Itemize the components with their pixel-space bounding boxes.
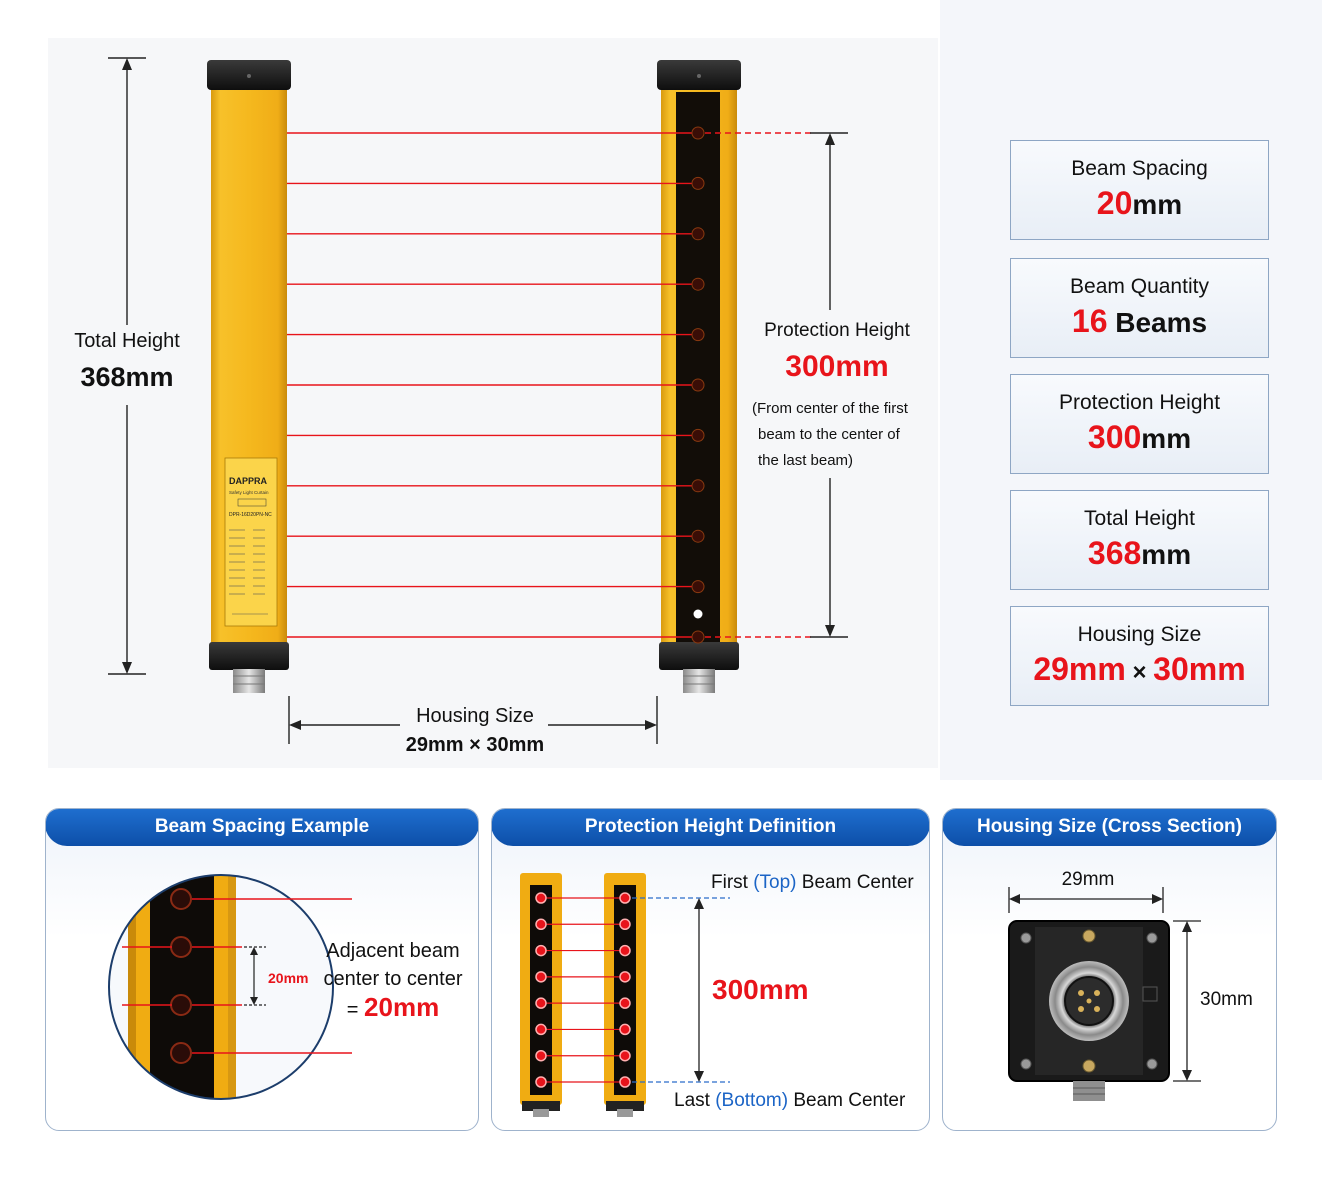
panel-protection-height: Protection Height Definition First (Top)… [491,808,930,1131]
spec-beam-quantity: Beam Quantity 16 Beams [1010,258,1269,358]
zoom-beam-led [170,888,192,910]
mini-emitter-led [535,918,547,931]
mini-receiver-led [619,1023,631,1036]
spec-total-height: Total Height 368mm [1010,490,1269,590]
housing-width-dimension [288,696,658,744]
zoom-beam-led [170,994,192,1016]
receiver-led [691,428,705,442]
receiver-led [691,227,705,241]
receiver-led [691,277,705,291]
svg-text:Safety Light Curtain: Safety Light Curtain [229,490,269,495]
zoom-beam-led [170,936,192,958]
receiver-led [691,176,705,190]
housing-size-label: Housing Size [416,705,534,727]
indicator-led [693,609,703,619]
protection-height-label: Protection Height [764,320,910,341]
receiver-led [691,126,705,140]
receiver-led [691,580,705,594]
mini-emitter-led [535,1023,547,1036]
mini-emitter-led [535,997,547,1009]
mini-receiver-led [619,944,631,957]
mini-receiver-led [619,1076,631,1088]
panel-title-protection-height: Protection Height Definition [492,809,929,846]
total-height-dimension [108,57,146,675]
housing-size-value: 29mm × 30mm [405,734,545,756]
receiver-led [691,479,705,493]
panel-beam-spacing: Beam Spacing Example 20mm Adjacent beam … [45,808,479,1131]
receiver-led [691,378,705,392]
mini-receiver-led [619,1049,631,1062]
mini-emitter-led [535,1049,547,1062]
receiver-led [691,630,705,644]
total-height-value: 368mm [80,362,174,392]
last-beam-label: Last (Bottom) Beam Center [674,1090,906,1111]
mini-receiver-led [619,997,631,1009]
beam-lines [287,126,812,644]
mini-receiver-led [619,971,631,983]
mini-emitter-led [535,892,547,904]
protection-height-dimension [810,132,848,638]
beam-spacing-zoom: 20mm [108,874,352,1100]
mini-receiver-led [619,918,631,931]
panel-title-housing: Housing Size (Cross Section) [943,809,1276,846]
mini-emitter-led [535,944,547,957]
protection-300mm-value: 300mm [712,974,809,1005]
label-brand: DAPPRA [229,476,268,486]
spec-beam-spacing: Beam Spacing 20mm [1010,140,1269,240]
panel-housing-cross-section: Housing Size (Cross Section) [942,808,1277,1131]
housing-cross-section-drawing [1008,887,1201,1101]
receiver-led [691,529,705,543]
svg-text:DPR-16D20PN-NC: DPR-16D20PN-NC [229,512,272,518]
main-diagram-background [48,38,938,768]
emitter-unit: DAPPRA Safety Light Curtain DPR-16D20PN-… [207,60,291,693]
receiver-led [691,328,705,342]
receiver-unit [657,60,741,693]
zoom-beam-led [170,1042,192,1064]
protection-mini-diagram [520,873,730,1117]
protection-height-value: 300mm [785,350,889,383]
housing-width-label: 29mm [1061,869,1115,890]
mini-emitter-led [535,1076,547,1088]
first-beam-label: First (Top) Beam Center [711,872,914,893]
beam-spacing-description: Adjacent beam center to center = 20mm [323,940,463,1022]
housing-height-label: 30mm [1200,989,1253,1010]
zoom-20mm-label: 20mm [268,970,308,986]
mini-receiver-led [619,892,631,904]
mini-emitter-led [535,971,547,983]
spec-protection-height: Protection Height 300mm [1010,374,1269,474]
panel-title-beam-spacing: Beam Spacing Example [46,809,478,846]
protection-height-note: (From center of the first beam to the ce… [752,400,908,469]
light-curtain-diagram: DAPPRA Safety Light Curtain DPR-16D20PN-… [108,57,848,744]
spec-housing-size: Housing Size 29mm × 30mm [1010,606,1269,706]
total-height-label: Total Height [74,330,180,352]
